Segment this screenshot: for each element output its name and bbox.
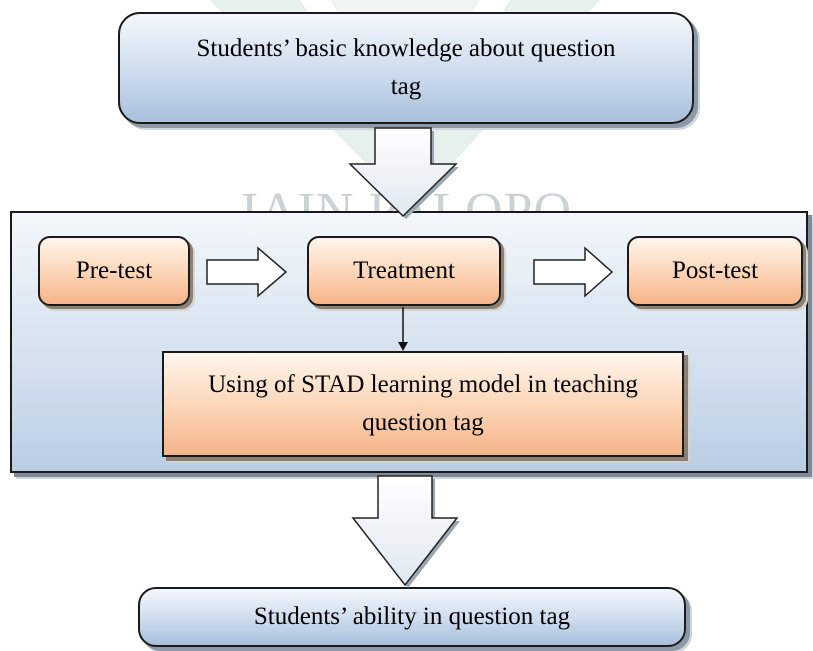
bottom-box: Students’ ability in question tag [138, 587, 686, 647]
top-box-label: Students’ basic knowledge about question… [196, 35, 616, 100]
pre-test-label: Pre-test [75, 257, 153, 284]
post-test-box: Post-test [627, 236, 803, 306]
stad-box-label: Using of STAD learning model in teaching… [208, 371, 638, 436]
pre-test-box: Pre-test [38, 236, 190, 306]
bottom-box-label: Students’ ability in question tag [253, 603, 571, 630]
post-test-label: Post-test [671, 257, 759, 284]
treatment-box: Treatment [307, 236, 501, 306]
stad-box: Using of STAD learning model in teaching… [162, 351, 684, 457]
treatment-label: Treatment [353, 257, 455, 284]
top-box: Students’ basic knowledge about question… [118, 12, 694, 124]
